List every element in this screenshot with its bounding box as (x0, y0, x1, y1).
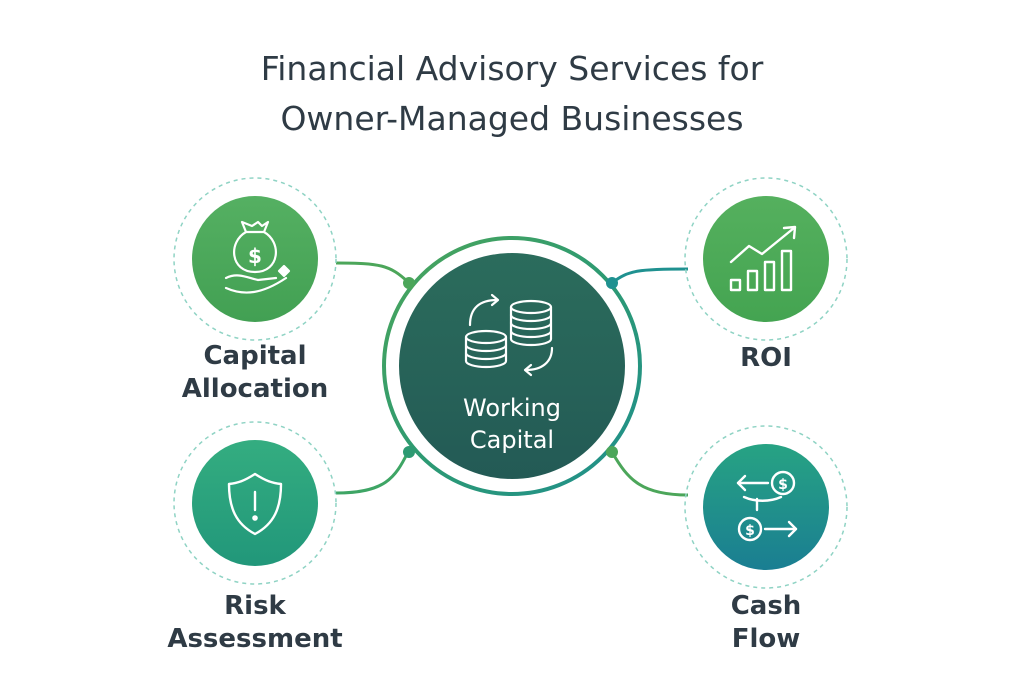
center-circle (399, 253, 625, 479)
center-label-line-2: Capital (469, 426, 555, 454)
svg-text:$: $ (248, 244, 262, 268)
roi-label: ROI (666, 342, 866, 375)
cash-flow-label: Cash Flow (666, 590, 866, 656)
roi-dashed-ring (684, 177, 848, 341)
cash-flow-circle (703, 444, 829, 570)
shield-alert-icon (227, 472, 283, 536)
cash-flow-label-line-1: Cash (730, 591, 802, 621)
title-line-2: Owner-Managed Businesses (280, 99, 744, 138)
svg-text:$: $ (778, 477, 788, 493)
center-label-line-1: Working (463, 394, 561, 422)
title-line-1: Financial Advisory Services for (260, 49, 764, 88)
capital-allocation-label-line-2: Allocation (181, 374, 329, 404)
risk-assessment-label-line-2: Assessment (167, 624, 343, 654)
roi-circle (703, 196, 829, 322)
roi-label-line-1: ROI (740, 343, 792, 373)
svg-text:$: $ (745, 523, 755, 539)
capital-allocation-circle (192, 196, 318, 322)
connector-roi (611, 267, 689, 285)
growth-chart-icon (729, 225, 797, 292)
capital-allocation-dashed-ring (173, 177, 337, 341)
center-ring (382, 236, 642, 496)
risk-assessment-label: Risk Assessment (145, 590, 365, 656)
cash-flow-dashed-ring (684, 425, 848, 589)
connector-dot (606, 277, 618, 289)
coins-exchange-icon (464, 293, 554, 377)
connector-capital-allocation (335, 261, 410, 284)
cash-flow-label-line-2: Flow (731, 624, 801, 654)
risk-assessment-dashed-ring (173, 421, 337, 585)
risk-assessment-label-line-1: Risk (224, 591, 286, 621)
connector-dot (403, 446, 415, 458)
money-bag-hand-icon: $ (224, 220, 291, 294)
capital-allocation-label: Capital Allocation (155, 340, 355, 406)
capital-allocation-label-line-1: Capital (203, 341, 307, 371)
connector-dot (606, 446, 618, 458)
center-label: Working Capital (412, 392, 612, 456)
cash-transfer-icon: $ $ (736, 470, 798, 542)
diagram-title: Financial Advisory Services for Owner-Ma… (0, 44, 1024, 144)
connector-risk-assessment (335, 451, 410, 495)
connector-cash-flow (610, 451, 689, 497)
connector-dot (403, 277, 415, 289)
